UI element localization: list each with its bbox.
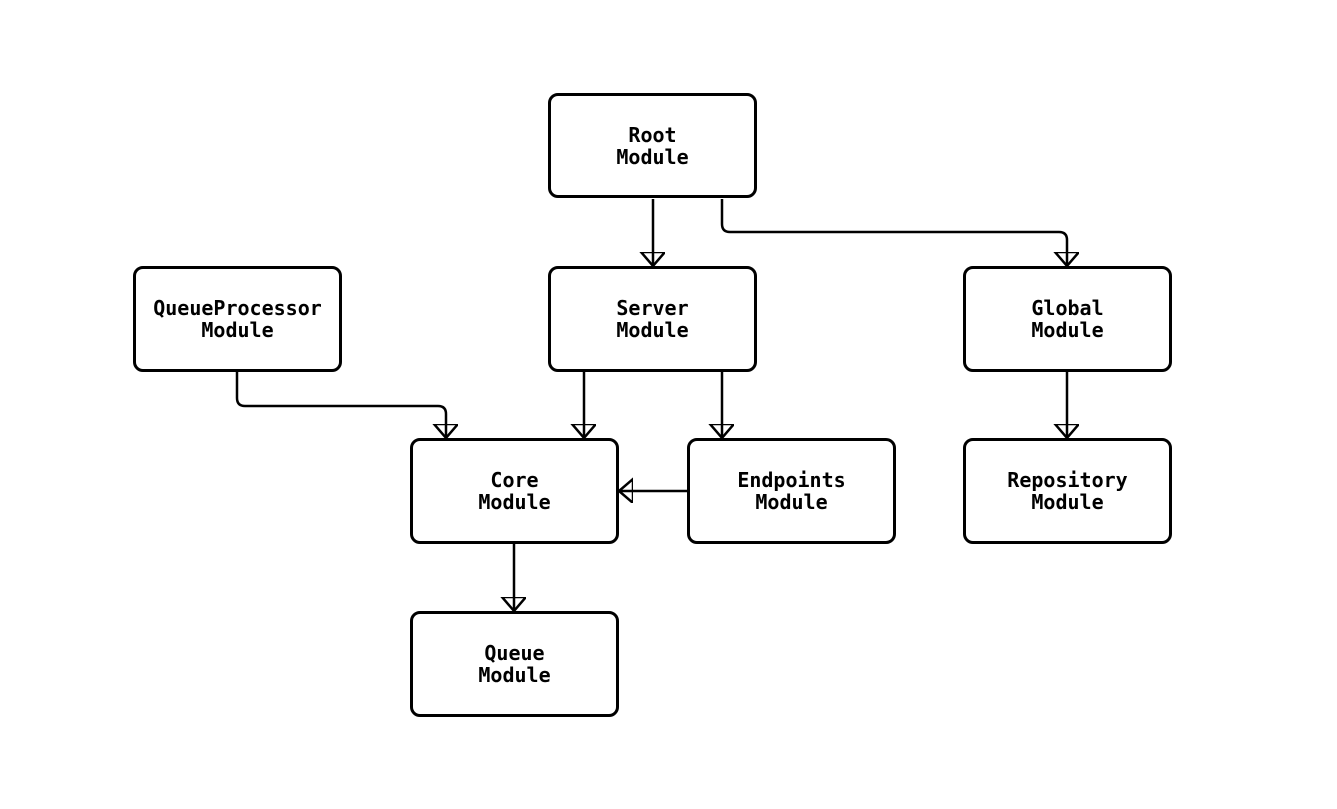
node-label: QueueProcessor Module xyxy=(153,297,322,341)
node-label: Global Module xyxy=(1031,297,1103,341)
node-subtitle: Module xyxy=(616,318,689,342)
node-label: Endpoints Module xyxy=(737,469,845,513)
node-title: QueueProcessor xyxy=(153,296,322,320)
node-subtitle: Module xyxy=(616,144,689,169)
node-label: Repository Module xyxy=(1007,469,1127,513)
node-queue-module: Queue Module xyxy=(410,611,619,717)
node-repository-module: Repository Module xyxy=(963,438,1172,544)
node-core-module: Core Module xyxy=(410,438,619,544)
node-label: Server Module xyxy=(616,297,688,341)
node-title: Endpoints xyxy=(737,468,846,492)
node-global-module: Global Module xyxy=(963,266,1172,372)
node-subtitle: Module xyxy=(755,490,828,514)
edge-root-to-global xyxy=(720,199,1067,266)
node-title: Root xyxy=(628,122,677,147)
node-queueprocessor-module: QueueProcessor Module xyxy=(133,266,342,372)
node-title: Core xyxy=(490,468,539,492)
node-label: Core Module xyxy=(478,469,550,513)
node-label: Queue Module xyxy=(478,642,550,686)
node-title: Server xyxy=(616,296,689,320)
node-endpoints-module: Endpoints Module xyxy=(687,438,896,544)
node-label: Root Module xyxy=(616,124,688,168)
node-subtitle: Module xyxy=(1031,490,1104,514)
node-root-module: Root Module xyxy=(548,93,757,198)
edge-queueprocessor-to-core xyxy=(235,372,446,438)
node-title: Queue xyxy=(484,641,545,665)
node-subtitle: Module xyxy=(201,318,274,342)
node-server-module: Server Module xyxy=(548,266,757,372)
node-subtitle: Module xyxy=(478,663,551,687)
node-subtitle: Module xyxy=(1031,318,1104,342)
node-title: Global xyxy=(1031,296,1104,320)
node-title: Repository xyxy=(1007,468,1128,492)
node-subtitle: Module xyxy=(478,490,551,514)
